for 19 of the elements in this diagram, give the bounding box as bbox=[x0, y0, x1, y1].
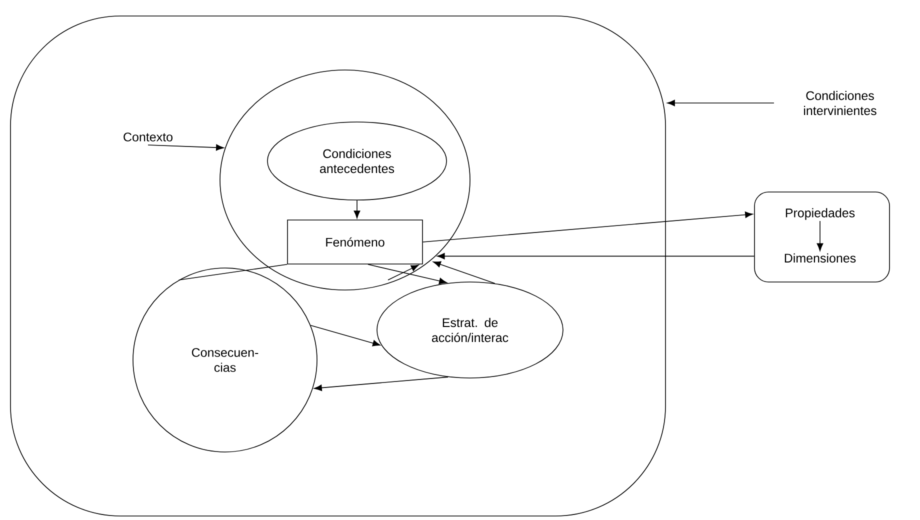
arrow bbox=[667, 100, 774, 106]
arrow bbox=[310, 325, 380, 346]
arrow bbox=[148, 144, 224, 151]
arrow bbox=[436, 252, 754, 260]
arrow bbox=[314, 376, 448, 391]
label-text: Propiedades bbox=[786, 208, 855, 220]
process-box: Fenómeno bbox=[287, 220, 423, 264]
outer-frame bbox=[10, 16, 666, 516]
label-text: Dimensiones bbox=[784, 253, 856, 263]
arrow bbox=[816, 220, 824, 252]
arrow bbox=[368, 264, 447, 284]
arrow bbox=[388, 264, 419, 280]
arrow bbox=[354, 200, 360, 218]
arrow bbox=[433, 261, 496, 284]
label-text: Condiciones intervinientes bbox=[804, 90, 876, 116]
arrow bbox=[422, 212, 753, 242]
label-text: Contexto bbox=[124, 132, 172, 142]
property-box bbox=[754, 192, 890, 282]
context-ellipse bbox=[220, 70, 470, 290]
